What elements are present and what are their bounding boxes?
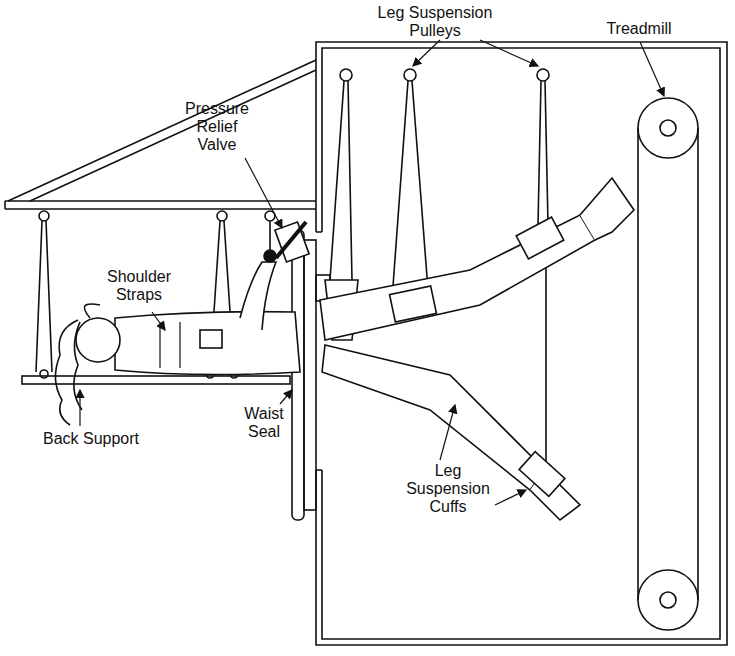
- part-label: Treadmill: [594, 20, 684, 38]
- part-label: Pressure Relief Valve: [178, 100, 256, 154]
- part-label: Back Support: [36, 430, 146, 448]
- part-label: Leg Suspension Pulleys: [370, 4, 500, 40]
- part-label: Shoulder Straps: [100, 268, 178, 304]
- part-label: Leg Suspension Cuffs: [402, 462, 494, 516]
- part-label: Waist Seal: [236, 405, 292, 441]
